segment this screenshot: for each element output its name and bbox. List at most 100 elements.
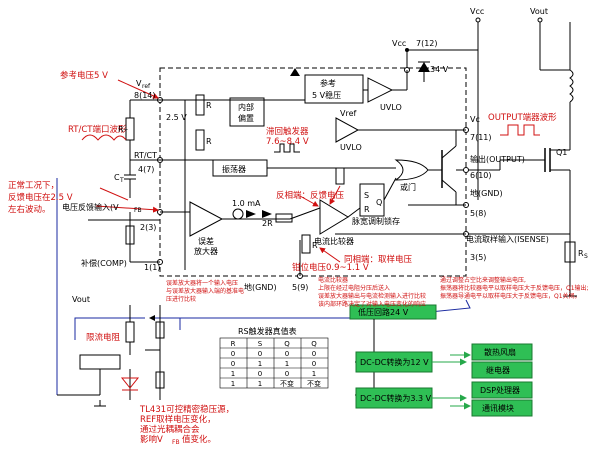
rs-sub: S	[584, 253, 588, 260]
svg-text:S: S	[258, 340, 263, 348]
current-comp-label: 电流比较器	[314, 236, 354, 246]
rt-sub: T	[123, 129, 128, 136]
vcc-pin-label: Vcc	[392, 39, 406, 48]
pin-5-8-label: 5(8)	[470, 209, 486, 218]
r-a-label: R	[206, 101, 212, 110]
vout-label: Vout	[530, 7, 548, 16]
tl431-note-3: 通过光耦耦合会	[140, 424, 200, 435]
error-amp	[189, 201, 224, 237]
optocoupler-circuit	[57, 305, 165, 407]
svg-text:0: 0	[258, 370, 262, 378]
svg-text:1: 1	[231, 370, 235, 378]
fan-box	[471, 343, 533, 361]
oscillator-label: 振荡器	[222, 164, 246, 174]
pin-5-9-label: 5(9)	[292, 283, 308, 292]
svg-text:不变: 不变	[307, 379, 321, 388]
uvlo-label-1: UVLO	[380, 103, 402, 112]
rtct-wave-label: RT/CT端口波形	[68, 124, 127, 135]
svg-text:1: 1	[312, 370, 316, 378]
gnd2-label: 地(GND)	[470, 188, 503, 198]
normal-note-3: 左右波动。	[8, 204, 51, 215]
pwm-latch-label: 脉宽调制锁存	[352, 216, 400, 226]
svg-text:1: 1	[258, 380, 262, 388]
tl431-note-1: TL431可控精密稳压源，	[139, 404, 234, 415]
dcdc12-label: DC-DC转换为12 V	[360, 357, 429, 367]
rs-table-cells: R S Q Q 0 0 0 0 0 1 1 0 1 0 0 1 1 1 不变 不…	[231, 340, 321, 388]
rs-truth-table	[219, 337, 329, 389]
pin-2-3-label: 2(3)	[140, 223, 156, 232]
vcc-label: Vcc	[470, 7, 484, 16]
fan-label: 散热风扇	[484, 347, 516, 357]
ct-sub: T	[119, 177, 124, 184]
r1-label: R	[312, 241, 318, 250]
tl431-note-5: 值变化。	[182, 434, 216, 445]
ref-regulator-box	[304, 74, 364, 104]
normal-note-2: 反馈电压在2.5 V	[8, 192, 73, 203]
svg-text:0: 0	[285, 370, 289, 378]
pin-3-5-label: 3(5)	[470, 253, 486, 262]
note-cc-4: 该内部环路决定了对输入电压变化的响应	[318, 300, 426, 308]
comm-label: 通讯模块	[482, 403, 514, 413]
internal-bias-label-2: 偏置	[238, 113, 254, 123]
uvlo-comparator-2	[335, 117, 360, 143]
rs-table-title: RS触发器真值表	[238, 326, 297, 336]
note-err-1: 误差放大器将一个输入电压	[166, 279, 238, 287]
fb-input-sub: FB	[134, 207, 142, 214]
voltage-range-label: 钳位电压0.9~1.1 V	[292, 262, 369, 273]
noninverting-label: 同相端：取样电压	[344, 254, 413, 265]
output-wave-label: OUTPUT端器波形	[488, 112, 557, 123]
note-right-3: 振荡器导通电平以取样电压大于反馈电压，Q1关闭。	[440, 292, 581, 300]
hysteresis-label-1: 滞回触发器	[266, 126, 309, 137]
isense-label: 电流取样输入(ISENSE)	[466, 234, 549, 244]
v34-label: 34 V	[430, 65, 449, 74]
svg-text:1: 1	[285, 360, 289, 368]
pin-1-1-label: 1(1)	[144, 263, 160, 272]
inverting-label: 反相端：反馈电压	[276, 190, 345, 201]
latch-s-label: S	[364, 191, 369, 200]
vout-left-label: Vout	[72, 295, 90, 304]
note-cc-3: 误差放大器输出与电流检测输入进行比较	[318, 292, 426, 300]
vref2-label: Vref	[340, 109, 357, 118]
svg-text:Q: Q	[311, 340, 317, 348]
note-right-2: 振荡器将比较器电平以取样电压大于反馈电压，Q1输出;	[440, 284, 589, 292]
hysteresis-pulse	[274, 143, 300, 153]
pin-7-11-label: 7(11)	[470, 133, 492, 142]
ref-reg-label-2: 5 V稳压	[312, 90, 341, 100]
tl431-note-2: REF取样电压变化，	[140, 414, 216, 425]
note-cc-1: 电流比较器	[318, 276, 348, 284]
rs-label: R	[578, 249, 584, 258]
ma10-label: 1.0 mA	[232, 199, 261, 208]
or-gate	[394, 159, 429, 181]
vref-sub: ref	[142, 83, 151, 90]
svg-text:不变: 不变	[280, 379, 294, 388]
svg-text:1: 1	[258, 360, 262, 368]
pin-7-12-label: 7(12)	[416, 39, 438, 48]
relay-box	[471, 361, 533, 379]
err-amp-label-1: 误差	[198, 236, 214, 246]
ref-reg-label-1: 参考	[320, 78, 336, 88]
comm-box	[471, 399, 533, 417]
pwm-latch-box	[359, 183, 385, 217]
latch-q-label: Q	[376, 198, 382, 207]
comp-label: 补偿(COMP)	[81, 258, 127, 268]
q1-label: Q1	[556, 148, 567, 157]
svg-text:0: 0	[258, 350, 262, 358]
note-err-2: 与误差放大器输入端的基准电	[166, 287, 244, 295]
r2r-label: 2R	[262, 219, 273, 228]
svg-text:0: 0	[312, 360, 316, 368]
note-right-1: 通过调整占空比来调整输出电压,	[440, 276, 526, 284]
note-err-3: 压进行比较	[166, 295, 196, 303]
hysteresis-label-2: 7.6~8.4 V	[266, 137, 309, 147]
svg-text:0: 0	[231, 360, 235, 368]
ref-voltage-label: 参考电压5 V	[60, 70, 108, 81]
dsp-box	[471, 381, 533, 399]
v25-label: 2.5 V	[166, 113, 187, 122]
output-waveform	[500, 124, 540, 136]
fb-input-label: 电压反馈输入(V	[62, 202, 119, 212]
rtct-waveform	[81, 134, 127, 141]
pin-8-14-label: 8(14)	[134, 91, 156, 100]
note-cc-2: 上限在经过电阻分压后送入	[318, 284, 390, 292]
pin-4-7-label: 4(7)	[138, 165, 154, 174]
vc-label: Vc	[470, 115, 480, 124]
